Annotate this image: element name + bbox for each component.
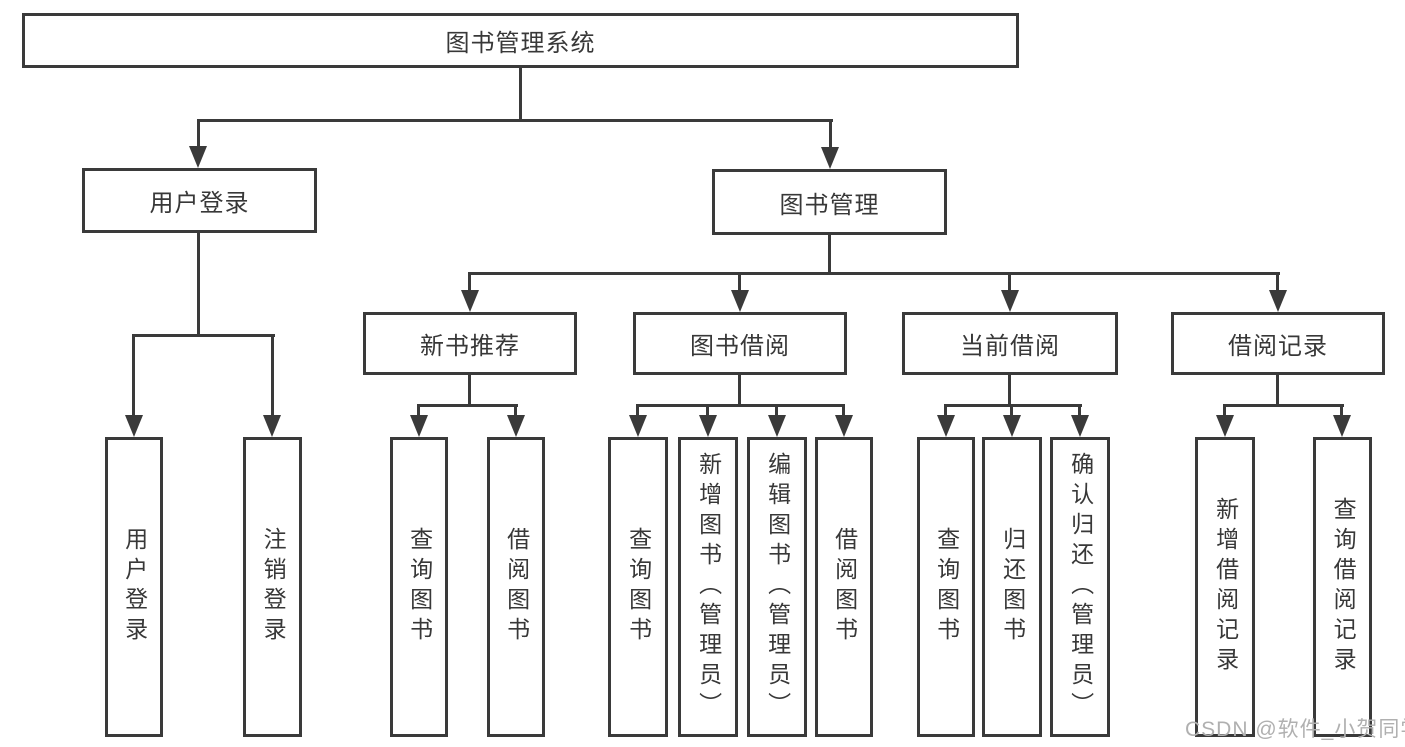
node-book-management: 图书管理 xyxy=(712,169,947,235)
connector-line xyxy=(738,272,741,292)
connector-line xyxy=(132,334,275,337)
connector-line xyxy=(636,404,845,407)
arrow-head xyxy=(768,415,786,437)
arrow-head xyxy=(1003,415,1021,437)
connector-line xyxy=(417,404,420,417)
arrow-head xyxy=(1071,415,1089,437)
leaf-query-books-recommend: 查询图书 xyxy=(390,437,448,737)
arrow-head xyxy=(507,415,525,437)
arrow-head xyxy=(821,147,839,169)
connector-line xyxy=(132,334,135,415)
leaf-add-borrow-record: 新增借阅记录 xyxy=(1195,437,1255,737)
leaf-add-books-admin: 新增图书（管理员） xyxy=(678,437,738,737)
connector-line xyxy=(519,68,522,122)
leaf-borrow-books-recommend: 借阅图书 xyxy=(487,437,545,737)
node-borrowing-records: 借阅记录 xyxy=(1171,312,1385,375)
connector-line xyxy=(1078,404,1081,417)
leaf-confirm-return-admin: 确认归还（管理员） xyxy=(1050,437,1110,737)
leaf-user-login: 用户登录 xyxy=(105,437,163,737)
connector-line xyxy=(197,119,833,122)
connector-line xyxy=(197,233,200,337)
arrow-head xyxy=(1333,415,1351,437)
node-user-login: 用户登录 xyxy=(82,168,317,233)
connector-line xyxy=(271,334,274,415)
connector-line xyxy=(1340,404,1343,417)
connector-line xyxy=(944,404,1082,407)
connector-line xyxy=(829,119,832,147)
connector-line xyxy=(468,375,471,406)
arrow-head xyxy=(189,146,207,168)
connector-line xyxy=(1010,404,1013,417)
csdn-watermark: CSDN @软件_小贺同学 xyxy=(1185,718,1405,741)
arrow-head xyxy=(835,415,853,437)
leaf-query-books-borrowing: 查询图书 xyxy=(608,437,668,737)
connector-line xyxy=(197,119,200,147)
connector-line xyxy=(1223,404,1344,407)
arrow-head xyxy=(731,290,749,312)
connector-line xyxy=(775,404,778,417)
connector-line xyxy=(514,404,517,417)
node-book-borrowing: 图书借阅 xyxy=(633,312,847,375)
arrow-head xyxy=(410,415,428,437)
connector-line xyxy=(1276,375,1279,406)
node-current-borrowing: 当前借阅 xyxy=(902,312,1118,375)
connector-line xyxy=(1223,404,1226,417)
node-library-management-system: 图书管理系统 xyxy=(22,13,1019,68)
connector-line xyxy=(842,404,845,417)
connector-line xyxy=(1008,272,1011,292)
connector-line xyxy=(417,404,518,407)
leaf-query-borrow-record: 查询借阅记录 xyxy=(1313,437,1372,737)
connector-line xyxy=(828,235,831,275)
connector-line xyxy=(944,404,947,417)
arrow-head xyxy=(1269,290,1287,312)
leaf-edit-books-admin: 编辑图书（管理员） xyxy=(747,437,807,737)
arrow-head xyxy=(629,415,647,437)
arrow-head xyxy=(461,290,479,312)
arrow-head xyxy=(1216,415,1234,437)
leaf-logout: 注销登录 xyxy=(243,437,302,737)
arrow-head xyxy=(1001,290,1019,312)
leaf-return-books: 归还图书 xyxy=(982,437,1042,737)
connector-line xyxy=(738,375,741,406)
connector-line xyxy=(468,272,1280,275)
connector-line xyxy=(636,404,639,417)
connector-line xyxy=(1276,272,1279,292)
leaf-query-books-current: 查询图书 xyxy=(917,437,975,737)
leaf-borrow-books: 借阅图书 xyxy=(815,437,873,737)
arrow-head xyxy=(125,415,143,437)
arrow-head xyxy=(937,415,955,437)
connector-line xyxy=(706,404,709,417)
arrow-head xyxy=(699,415,717,437)
connector-line xyxy=(468,272,471,292)
arrow-head xyxy=(263,415,281,437)
node-new-book-recommend: 新书推荐 xyxy=(363,312,577,375)
connector-line xyxy=(1008,375,1011,406)
